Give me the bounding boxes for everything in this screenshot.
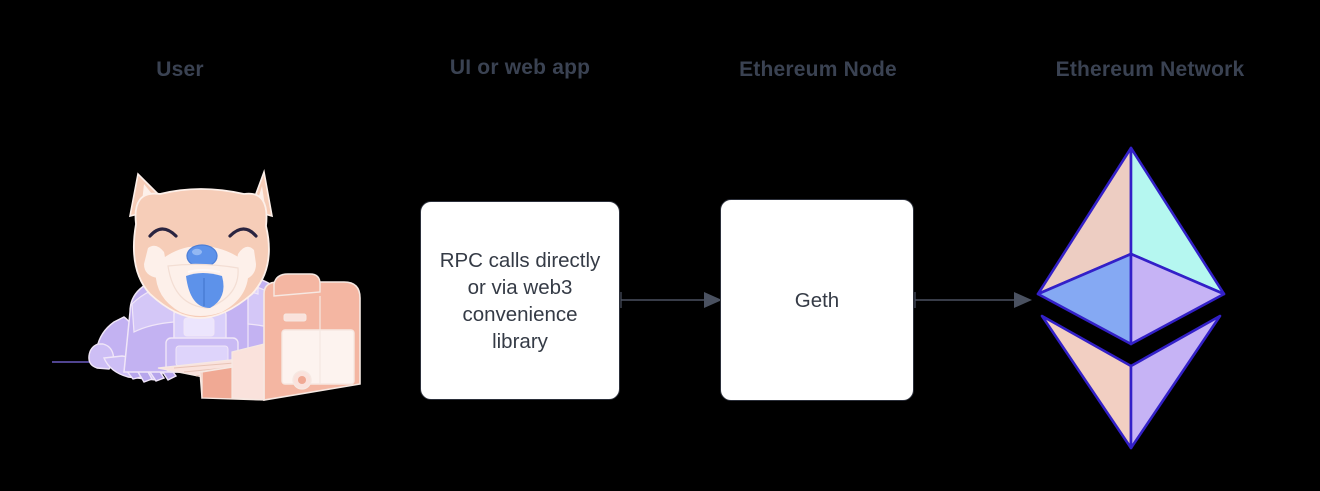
eth-face-bottom-right [1129, 314, 1222, 450]
ethereum-logo [1034, 144, 1230, 452]
column-header-ui-or-web-app: UI or web app [449, 56, 591, 79]
column-header-ethereum-node: Ethereum Node [739, 58, 897, 81]
mascot-head [128, 168, 274, 319]
eth-face-mid-right [1129, 252, 1226, 346]
ethereum-node-box[interactable]: Geth [720, 199, 914, 401]
web-app-box[interactable]: RPC calls directly or via web3 convenien… [420, 201, 620, 400]
arrow-webapp-to-node [618, 288, 726, 312]
arrow-node-to-network [912, 288, 1036, 312]
ethereum-node-box-label: Geth [794, 288, 840, 312]
column-header-user: User [156, 58, 204, 81]
column-header-ethereum-network: Ethereum Network [1055, 58, 1245, 81]
user-illustration [52, 168, 367, 404]
web-app-box-label: RPC calls directly or via web3 convenien… [439, 248, 601, 353]
retro-computer [199, 273, 361, 401]
